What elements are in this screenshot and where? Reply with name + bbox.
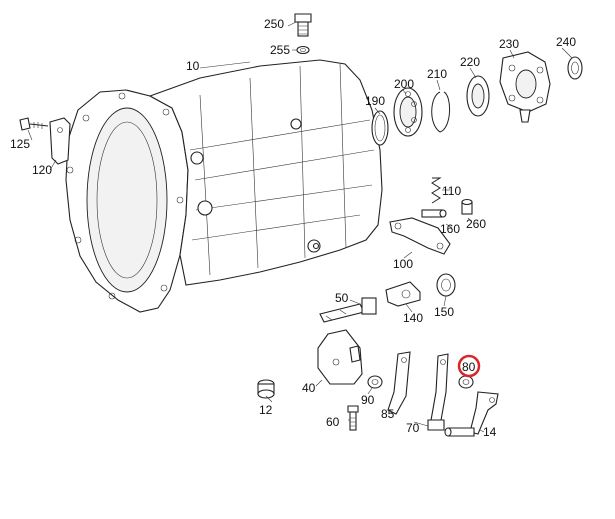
callout-125[interactable]: 125 xyxy=(10,137,30,151)
bracket-part[interactable] xyxy=(49,117,71,165)
screw-part[interactable] xyxy=(294,13,312,37)
leader-lines xyxy=(27,21,573,433)
callout-110[interactable]: 110 xyxy=(442,184,461,198)
shift-rod-part[interactable] xyxy=(427,353,449,431)
callout-255[interactable]: 255 xyxy=(270,43,290,57)
transmission-housing[interactable] xyxy=(65,59,383,313)
callout-200[interactable]: 200 xyxy=(394,77,414,91)
callout-80[interactable]: 80 xyxy=(462,360,476,374)
detent-cam-part[interactable] xyxy=(385,281,421,307)
range-lever-part[interactable] xyxy=(444,391,499,437)
callout-12[interactable]: 12 xyxy=(259,403,273,417)
bolt-part[interactable] xyxy=(19,117,49,131)
callout-100[interactable]: 100 xyxy=(393,257,413,271)
shaft-seal-part[interactable] xyxy=(466,75,490,117)
spring-part[interactable] xyxy=(431,177,442,204)
seal-ring-part[interactable] xyxy=(371,110,389,146)
small-bolt-part[interactable] xyxy=(347,405,359,431)
circlip-part[interactable] xyxy=(431,91,450,133)
bearing-part[interactable] xyxy=(393,87,423,137)
link-plate-part[interactable] xyxy=(387,351,411,415)
washer-90-part[interactable] xyxy=(367,375,383,389)
callout-70[interactable]: 70 xyxy=(406,421,420,435)
callout-230[interactable]: 230 xyxy=(499,37,519,51)
callout-140[interactable]: 140 xyxy=(403,311,423,325)
callout-120[interactable]: 120 xyxy=(32,163,52,177)
output-flange-part[interactable] xyxy=(499,51,551,123)
shift-shaft-part[interactable] xyxy=(319,297,377,323)
selector-lever-part[interactable] xyxy=(389,217,451,255)
selected-callout-ring[interactable] xyxy=(457,354,481,378)
pin-part[interactable] xyxy=(421,209,447,218)
callout-240[interactable]: 240 xyxy=(556,35,576,49)
callout-220[interactable]: 220 xyxy=(460,55,480,69)
callout-150[interactable]: 150 xyxy=(434,305,454,319)
callout-210[interactable]: 210 xyxy=(427,67,447,81)
breather-part[interactable] xyxy=(257,379,275,399)
callout-190[interactable]: 190 xyxy=(365,94,385,108)
callout-labels: 10 12 14 40 50 60 70 80 85 90 100 110 12… xyxy=(10,17,576,439)
callout-14[interactable]: 14 xyxy=(483,425,497,439)
callout-160[interactable]: 160 xyxy=(440,222,460,236)
washer-part[interactable] xyxy=(296,45,310,55)
callout-50[interactable]: 50 xyxy=(335,291,349,305)
plug-part[interactable] xyxy=(461,198,473,215)
mount-bracket-part[interactable] xyxy=(317,329,363,385)
callout-260[interactable]: 260 xyxy=(466,217,486,231)
callout-10[interactable]: 10 xyxy=(186,59,200,73)
callout-40[interactable]: 40 xyxy=(302,381,316,395)
callout-90[interactable]: 90 xyxy=(361,393,375,407)
callout-250[interactable]: 250 xyxy=(264,17,284,31)
callout-60[interactable]: 60 xyxy=(326,415,340,429)
callout-85[interactable]: 85 xyxy=(381,407,395,421)
flange-nut-part[interactable] xyxy=(567,56,583,80)
radial-seal-part[interactable] xyxy=(436,273,456,297)
bushing-part[interactable] xyxy=(458,375,474,389)
